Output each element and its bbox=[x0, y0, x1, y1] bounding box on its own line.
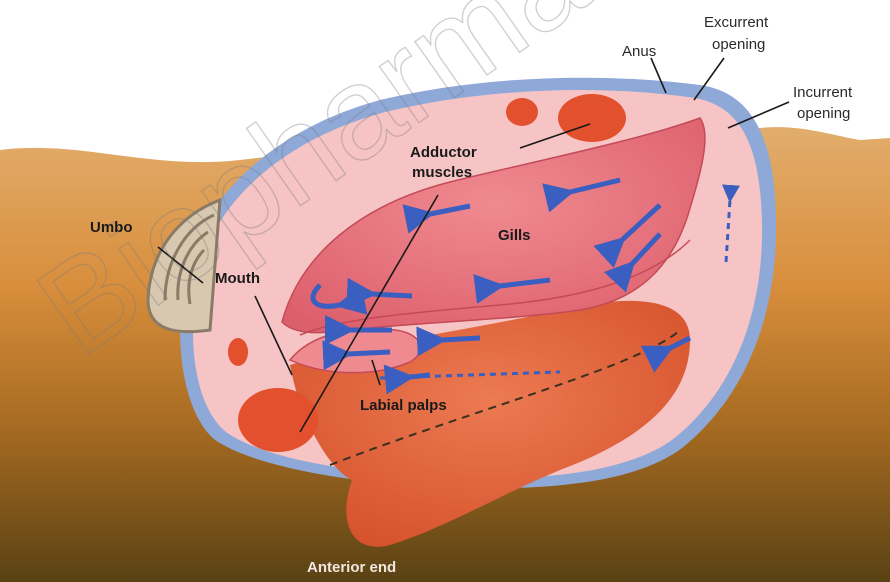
label-adductor: Adductor bbox=[410, 144, 477, 161]
label-adductor-muscles: muscles bbox=[412, 164, 472, 181]
posterior-muscle-small bbox=[506, 98, 538, 126]
anterior-muscle-small bbox=[228, 338, 248, 366]
anterior-adductor-muscle bbox=[238, 388, 318, 452]
label-anterior-end: Anterior end bbox=[307, 559, 396, 576]
label-incurrent-opening: opening bbox=[797, 105, 850, 122]
label-umbo: Umbo bbox=[90, 219, 133, 236]
label-gills: Gills bbox=[498, 227, 531, 244]
posterior-adductor-muscle bbox=[558, 94, 626, 142]
label-anus: Anus bbox=[622, 43, 656, 60]
label-mouth: Mouth bbox=[215, 270, 260, 287]
label-excurrent-opening: opening bbox=[712, 36, 765, 53]
label-incurrent: Incurrent bbox=[793, 84, 853, 101]
label-excurrent: Excurrent bbox=[704, 14, 769, 31]
label-labial-palps: Labial palps bbox=[360, 397, 447, 414]
